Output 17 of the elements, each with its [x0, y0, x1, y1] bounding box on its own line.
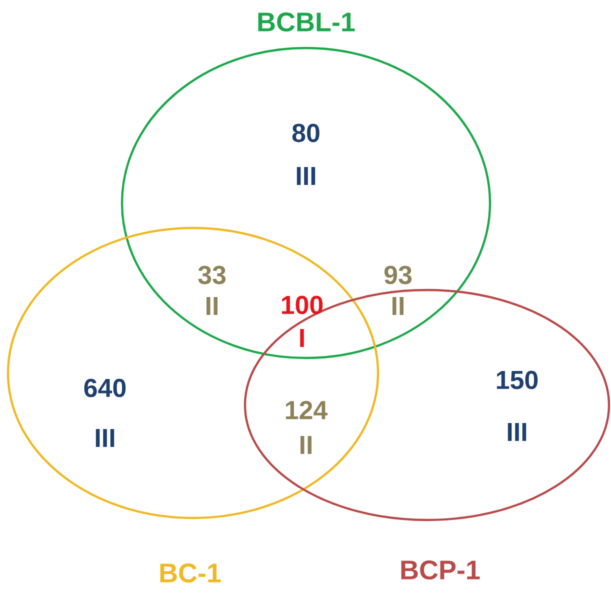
roman-numeral: I — [300, 329, 304, 347]
roman-numeral: II — [392, 297, 404, 315]
count-number: 33 — [198, 266, 226, 284]
count-number: 80 — [292, 124, 320, 142]
roman-numeral: II — [206, 297, 218, 315]
set-label: BCP-1 — [401, 560, 480, 580]
count-number: 640 — [84, 378, 126, 398]
count-number: 100 — [282, 296, 323, 314]
set-label: BC-1 — [160, 563, 221, 583]
roman-numeral: II — [300, 436, 312, 454]
count-number: 93 — [384, 266, 412, 284]
count-number: 150 — [496, 370, 538, 390]
set-label: BCBL-1 — [258, 12, 355, 32]
roman-numeral: III — [508, 423, 526, 441]
roman-numeral: III — [296, 167, 316, 185]
roman-numeral: III — [96, 429, 114, 447]
count-number: 124 — [286, 400, 328, 420]
